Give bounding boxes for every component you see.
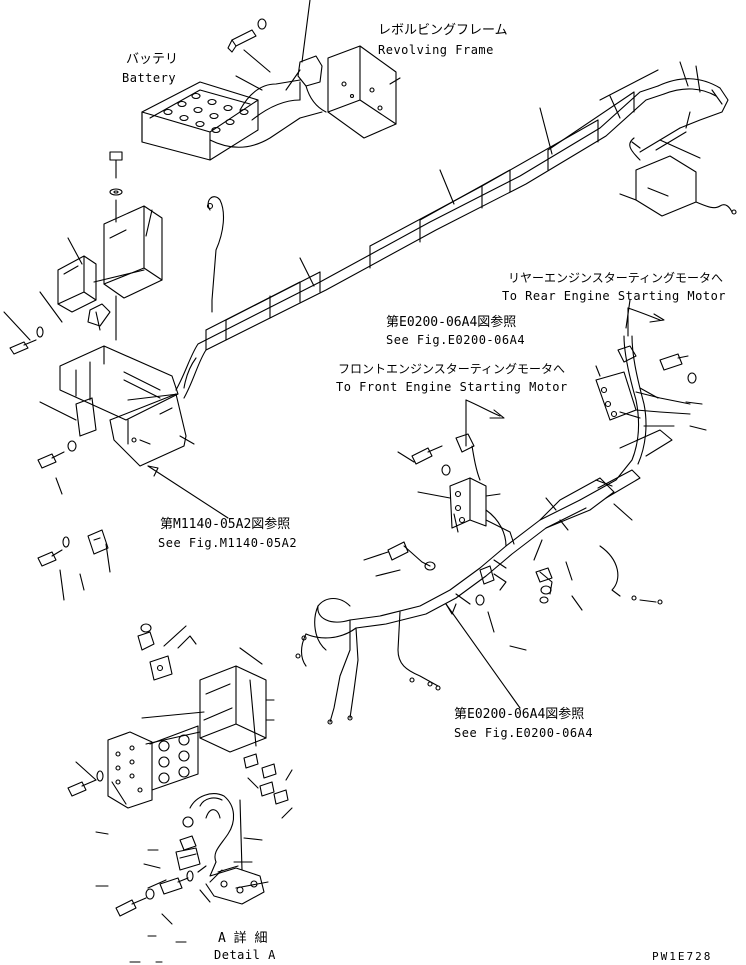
drawing-code: PW1E728 — [652, 950, 713, 963]
front-engine-harness — [295, 299, 707, 725]
revolving-frame-label-ja: レボルビングフレーム — [378, 23, 508, 38]
detail-a-drawing — [67, 623, 293, 963]
ref-e0200-top-label-en: See Fig.E0200-06A4 — [386, 333, 526, 347]
ref-e0200-bottom-label-en: See Fig.E0200-06A4 — [454, 726, 594, 740]
rear-starter-label-ja: リヤーエンジンスターティングモータへ — [508, 271, 724, 285]
detail-a-label-en: Detail A — [214, 948, 276, 962]
battery-label-ja: バッテリ — [126, 52, 179, 67]
rear-starter-label-en: To Rear Engine Starting Motor — [502, 289, 727, 303]
ref-m1140-label-en: See Fig.M1140-05A2 — [158, 536, 298, 550]
ref-e0200-top-label-ja: 第E0200-06A4図参照 — [386, 315, 517, 330]
ref-e0200-bottom-label-ja: 第E0200-06A4図参照 — [454, 707, 585, 722]
harness-branch-right — [619, 137, 737, 217]
revolving-frame-bracket — [285, 45, 401, 139]
relay-bracket — [3, 151, 163, 355]
revolving-frame-label-en: Revolving Frame — [378, 43, 494, 57]
left-loop-wire — [183, 196, 225, 389]
front-starter-label-ja: フロントエンジンスターティングモータへ — [338, 362, 566, 376]
main-harness — [175, 61, 729, 399]
detail-a-label-ja: A 詳 細 — [218, 931, 268, 946]
top-bolts — [227, 0, 311, 91]
front-starter-label-en: To Front Engine Starting Motor — [336, 380, 568, 394]
mounting-panel — [37, 345, 229, 601]
battery — [141, 79, 323, 161]
battery-label-en: Battery — [122, 71, 177, 85]
ref-m1140-label-ja: 第M1140-05A2図参照 — [160, 517, 291, 532]
